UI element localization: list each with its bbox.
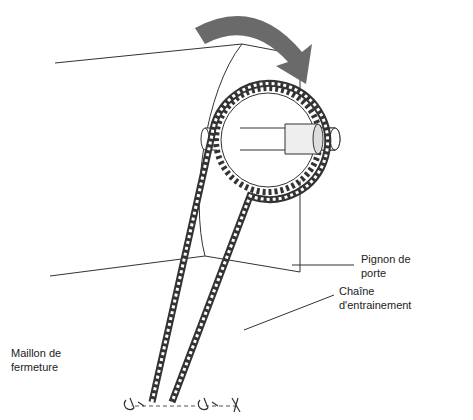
dashed-guide [128, 406, 240, 407]
leader-line [244, 295, 334, 330]
chain-links [152, 83, 328, 402]
link-clip [232, 398, 240, 412]
link-piece [124, 398, 144, 410]
part-label: Chaîne d'entrainement [338, 284, 432, 312]
shaft-end [330, 128, 340, 150]
drum-edge [55, 44, 242, 63]
drive-chain [152, 83, 328, 402]
shaft-end [330, 128, 340, 150]
rotation-arrow [195, 16, 312, 84]
part-label: Pignon de porte [360, 252, 426, 280]
link-piece [198, 398, 218, 410]
leader-line [292, 265, 354, 266]
part-label: Maillon de fermeture [10, 346, 82, 374]
hub-end [313, 124, 323, 154]
